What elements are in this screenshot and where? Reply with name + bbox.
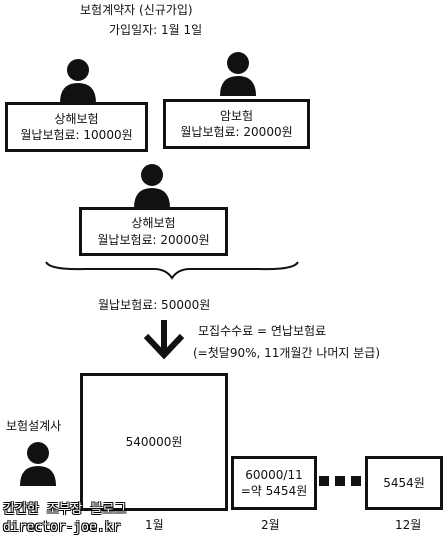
policy-name: 암보험	[219, 108, 254, 123]
policy-premium: 월납보험료: 10000원	[20, 128, 133, 142]
month2-amount: =약 5454원	[240, 484, 308, 498]
payment-box-month1: 540000원	[80, 373, 228, 511]
person-icon	[134, 164, 170, 208]
down-arrow-icon	[143, 320, 185, 360]
person-icon	[60, 59, 96, 103]
watermark-url: director-joe.kr	[3, 520, 121, 535]
policy-premium: 월납보험료: 20000원	[180, 125, 293, 139]
curly-brace	[45, 261, 299, 280]
commission-line1: 모집수수료 = 연납보험료	[198, 324, 327, 338]
month1-amount: 540000원	[125, 434, 183, 449]
month2-calc: 60000/11	[245, 467, 303, 482]
policy-box-accident-1: 상해보험 월납보험료: 10000원	[5, 102, 148, 152]
ellipsis-icon	[319, 476, 361, 486]
agent-label: 보험설계사	[6, 419, 62, 433]
policy-premium: 월납보험료: 20000원	[97, 232, 210, 247]
policy-box-cancer: 암보험 월납보험료: 20000원	[163, 99, 310, 149]
month12-amount: 5454원	[383, 475, 425, 490]
watermark-blog-name: 간간한 조부장 블로그	[3, 502, 127, 517]
policy-box-accident-2: 상해보험 월납보험료: 20000원	[79, 207, 228, 256]
policy-name: 상해보험	[54, 111, 99, 126]
policy-name: 상해보험	[131, 216, 176, 231]
month-label: 1월	[145, 518, 164, 532]
agent-person-icon	[20, 442, 56, 486]
diagram-title: 보험계약자 (신규가입)	[80, 3, 193, 17]
join-date: 가입일자: 1월 1일	[109, 23, 203, 37]
person-icon	[220, 52, 256, 96]
month-label: 12월	[395, 518, 422, 532]
payment-box-month2: 60000/11 =약 5454원	[231, 456, 317, 510]
month-label: 2월	[261, 518, 280, 532]
commission-line2: (=첫달90%, 11개월간 나머지 분급)	[193, 346, 381, 360]
total-premium: 월납보험료: 50000원	[98, 298, 211, 312]
payment-box-month12: 5454원	[365, 456, 443, 510]
